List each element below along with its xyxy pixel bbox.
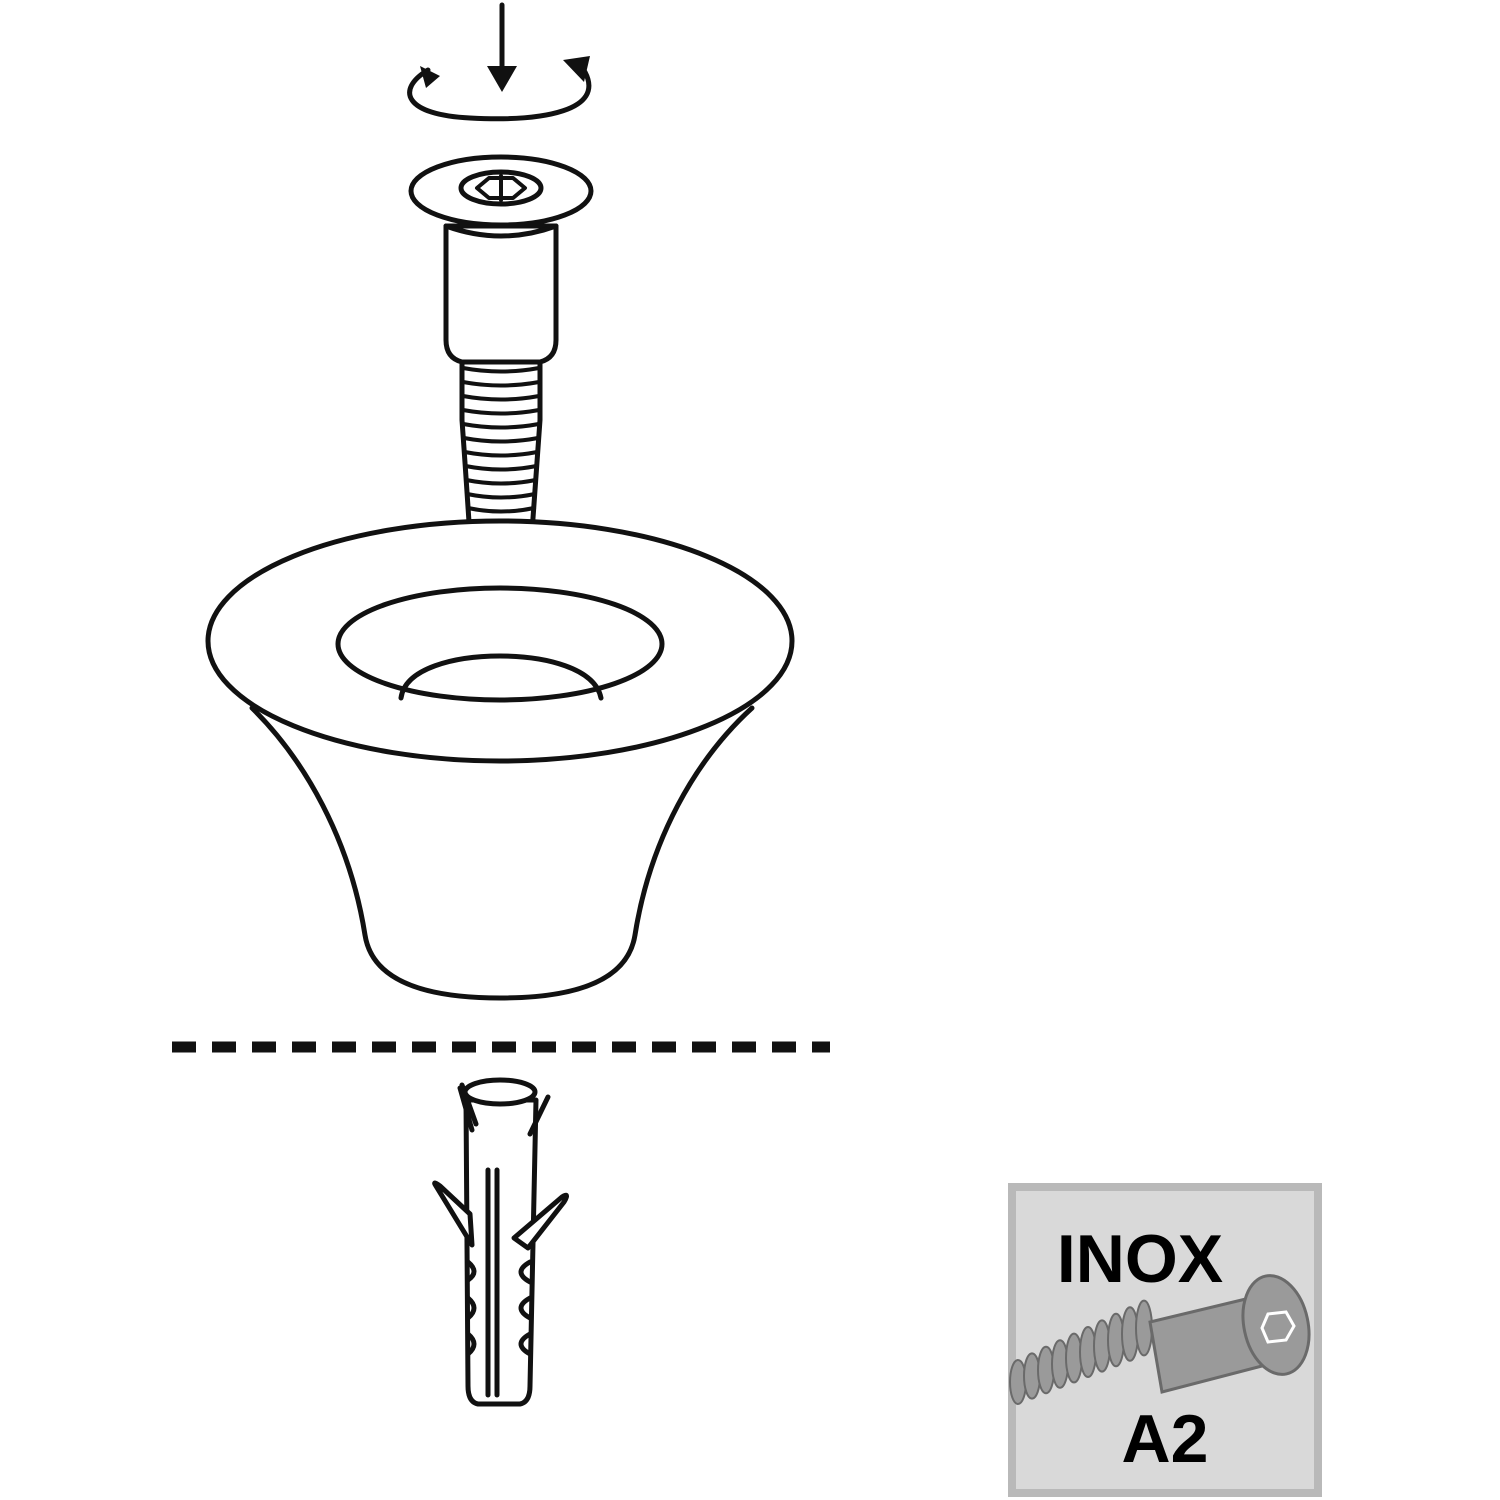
knob-icon [205, 518, 795, 1001]
rotate-screw-icon [407, 2, 592, 122]
badge-material-label: INOX [1057, 1221, 1223, 1297]
badge-screw-icon [1009, 1274, 1311, 1405]
badge-grade-label: A2 [1122, 1401, 1209, 1477]
stainless-steel-badge: INOX A2 [1008, 1183, 1322, 1497]
wall-plug-icon [432, 1077, 570, 1407]
